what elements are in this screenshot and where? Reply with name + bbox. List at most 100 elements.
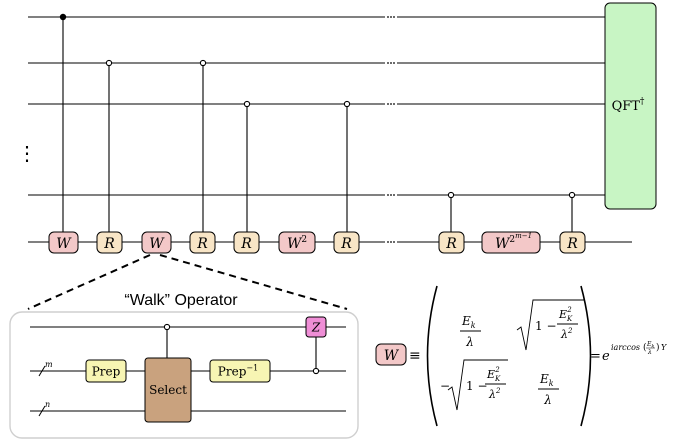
walk-operator-panel: m n Prep Select Prep−1 Z	[9, 311, 359, 439]
a12-one: 1 −	[535, 319, 557, 333]
z-control-dot	[312, 367, 320, 375]
qft-dagger-block: QFT†	[604, 2, 657, 210]
rhs-exp-text: iarccos	[611, 343, 640, 352]
svg-text:EK2: EK2	[486, 366, 501, 383]
control-lines	[62, 17, 573, 232]
gate-r-5-label: R	[445, 236, 457, 252]
a21-num: E	[486, 368, 495, 381]
entry-a21: − 1 − EK2 λ2	[440, 359, 508, 411]
select-control-dot	[163, 323, 171, 331]
gate-w-squared-exp: 2	[301, 235, 307, 245]
gate-r-4: R	[333, 231, 360, 254]
gate-r-2: R	[189, 231, 216, 254]
gate-r-1: R	[96, 231, 123, 254]
gate-w-power-exp2: m−1	[515, 232, 532, 240]
entry-a11: Ek λ	[460, 314, 481, 349]
z-gate: Z	[305, 316, 327, 338]
matrix-w-label: W	[384, 348, 400, 364]
entry-a22: Ek λ	[538, 372, 559, 407]
a11-den: λ	[465, 335, 474, 349]
select-gate-label: Select	[149, 383, 187, 397]
register-label-m: m	[45, 360, 53, 369]
gate-w-squared: W2	[278, 231, 316, 254]
a21-minus: −	[440, 379, 450, 393]
svg-text:λ2: λ2	[488, 387, 501, 401]
gate-r-2-label: R	[196, 236, 208, 252]
svg-text:Ek: Ek	[461, 314, 476, 330]
a12-num-sup: 2	[566, 306, 572, 314]
rhs-exp-num-sub: k	[651, 344, 654, 350]
register-slash-m	[38, 365, 46, 377]
svg-text:Ek: Ek	[646, 341, 654, 350]
prep-gate-label: Prep	[92, 365, 121, 379]
gate-w-1-label: W	[56, 236, 72, 252]
gate-r-3-label: R	[240, 236, 252, 252]
a21-one: 1 −	[466, 379, 488, 393]
entry-a12: 1 − EK2 λ2	[516, 299, 585, 351]
svg-text:W2m−1: W2m−1	[495, 232, 532, 252]
register-label-n: n	[45, 400, 50, 409]
a12-den: λ	[560, 328, 568, 341]
control-dots-open	[105, 59, 576, 199]
gate-r-6-label: R	[566, 236, 578, 252]
gate-w-squared-base: W	[287, 236, 303, 252]
a12-num: E	[558, 308, 567, 321]
prep-inverse-base: Prep	[218, 365, 247, 379]
a22-den: λ	[543, 393, 552, 407]
gate-w-2: W	[141, 231, 172, 254]
register-slash-n	[38, 405, 46, 417]
rhs-exp-num: E	[646, 341, 652, 348]
a22-num: E	[539, 372, 549, 386]
svg-text:λ2: λ2	[560, 327, 573, 341]
gate-r-4-label: R	[340, 236, 352, 252]
a11-num-sub: k	[471, 321, 476, 330]
gate-w-1: W	[48, 231, 79, 254]
rhs-e: e	[602, 349, 610, 364]
svg-text:Ek: Ek	[539, 372, 554, 388]
svg-text:QFT†: QFT†	[612, 97, 645, 114]
matrix-w-box: W	[375, 343, 407, 366]
qft-dagger-symbol: †	[640, 97, 645, 107]
gate-r-1-label: R	[103, 236, 115, 252]
a21-den: λ	[488, 388, 496, 401]
svg-text:(: (	[643, 342, 647, 353]
prep-inverse-gate: Prep−1	[209, 359, 271, 383]
svg-text:W2: W2	[287, 235, 307, 252]
gate-r-3: R	[233, 231, 260, 254]
left-paren	[426, 285, 438, 427]
rhs-exp-tail: Y	[661, 343, 667, 352]
walk-operator-title: “Walk” Operator	[124, 292, 238, 309]
a11-num: E	[461, 314, 471, 328]
a21-den-sup: 2	[495, 387, 501, 395]
matrix-definition: W ≡ Ek λ 1 − EK2 λ2 −	[375, 285, 667, 427]
z-gate-label: Z	[311, 321, 321, 335]
prep-inverse-exp: −1	[246, 364, 258, 373]
svg-text:Prep−1: Prep−1	[218, 364, 258, 379]
wire-break-dots	[387, 16, 395, 243]
rhs-exponent: iarccos ( Ek λ ) Y	[611, 341, 667, 356]
zoom-dashed-lines	[27, 254, 348, 310]
rhs-equals: =	[590, 349, 601, 364]
rhs-exp-den: λ	[647, 349, 652, 356]
a22-num-sub: k	[549, 379, 554, 388]
svg-text:EK2: EK2	[558, 306, 573, 323]
qft-label: QFT	[612, 99, 641, 114]
gate-w-power: W2m−1	[481, 231, 541, 254]
equiv-symbol: ≡	[409, 348, 421, 364]
gate-w-power-exp: 2	[509, 235, 515, 245]
right-paren	[580, 285, 592, 427]
a12-num-sub: K	[566, 315, 573, 323]
a21-num-sup: 2	[494, 366, 500, 374]
gate-r-6: R	[559, 231, 586, 254]
a12-den-sup: 2	[567, 327, 573, 335]
select-gate: Select	[144, 357, 192, 423]
top-wires	[28, 16, 632, 243]
gate-w-power-base: W	[495, 236, 511, 252]
vertical-ellipsis: ⋮	[17, 141, 37, 165]
gate-r-5: R	[438, 231, 465, 254]
a21-num-sub: K	[494, 375, 501, 383]
control-dot-filled	[59, 13, 67, 21]
prep-gate: Prep	[85, 359, 127, 383]
gate-w-2-label: W	[149, 236, 165, 252]
